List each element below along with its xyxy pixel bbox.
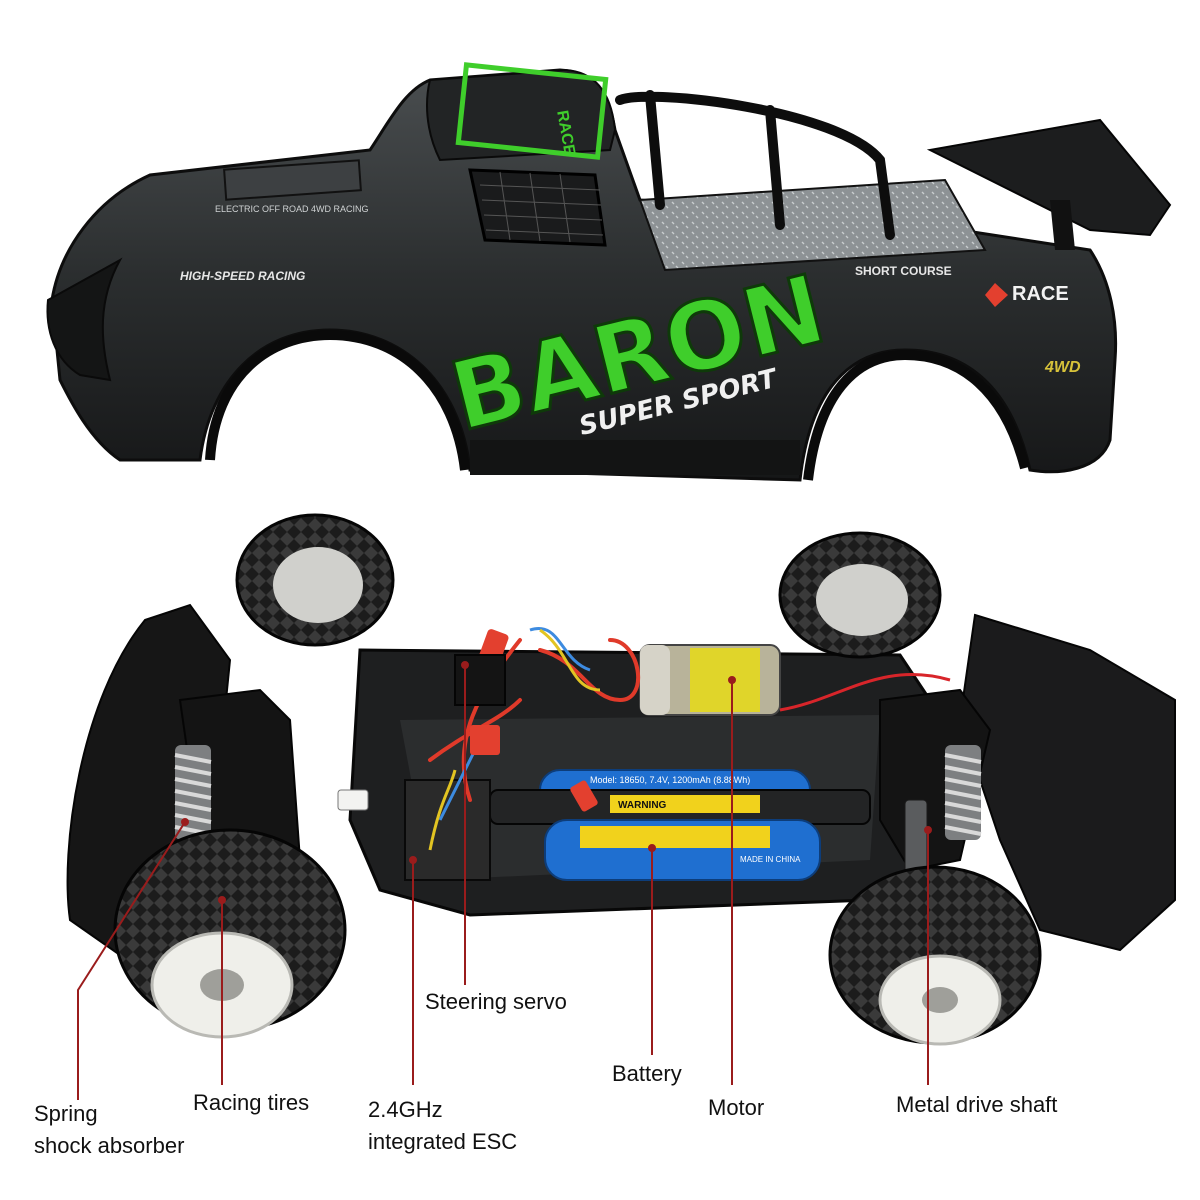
label-battery: Battery	[612, 1061, 682, 1086]
hood-text: ELECTRIC OFF ROAD 4WD RACING	[215, 204, 369, 214]
leader-spring-dot	[181, 818, 189, 826]
leader-lines	[77, 661, 932, 1100]
brand-text: RACE	[1012, 283, 1069, 305]
battery-warning-text: WARNING	[618, 800, 667, 811]
car-chassis: Model: 18650, 7.4V, 1200mAh (8.88Wh) WAR…	[66, 513, 1176, 1046]
wheel-front-back	[235, 513, 395, 647]
motor	[639, 644, 781, 716]
front-arch-trim	[205, 329, 470, 471]
label-racing-tires: Racing tires	[193, 1090, 310, 1115]
servo-plug	[337, 789, 369, 811]
window-net	[479, 171, 604, 243]
leader-esc-dot	[409, 856, 417, 864]
bed-plate	[638, 178, 987, 272]
course-text: SHORT COURSE	[855, 264, 952, 278]
motor-lead	[779, 673, 951, 712]
label-spring-shock-absorber: Spring shock absorber	[34, 1098, 184, 1162]
badge-4wd: 4WD	[1044, 359, 1081, 376]
car-body-shell: RACE ELECTRIC OFF ROAD 4WD RACING HIGH-S…	[46, 62, 1172, 482]
roof-decal	[455, 62, 609, 160]
battery-warning-band	[610, 795, 760, 813]
label-metal-drive-shaft: Metal drive shaft	[896, 1092, 1058, 1117]
front-bumper	[46, 257, 123, 382]
brand-logo-icon	[985, 283, 1008, 307]
label-spring-line1: Spring	[34, 1101, 98, 1126]
wheel-rear-front	[828, 865, 1042, 1046]
label-steering-servo: Steering servo	[425, 989, 567, 1014]
leader-shaft-dot	[924, 826, 932, 834]
label-esc-line2: integrated ESC	[368, 1129, 518, 1154]
leader-motor-dot	[728, 676, 736, 684]
esc-wires-yellow	[428, 628, 601, 851]
battery-sticker	[580, 826, 770, 848]
battery-label-text: Model: 18650, 7.4V, 1200mAh (8.88Wh)	[590, 775, 750, 785]
leader-tires-dot	[218, 896, 226, 904]
wing-mount	[1050, 200, 1075, 250]
wheel-front-front	[113, 828, 347, 1039]
side-skirt	[470, 440, 800, 475]
rear-shock-spring	[944, 745, 982, 840]
esc-board	[404, 779, 491, 881]
label-spring-line2: shock absorber	[34, 1133, 185, 1158]
label-esc-line1: 2.4GHz	[368, 1097, 443, 1122]
roll-cage	[615, 90, 895, 240]
connector-red-3	[570, 780, 598, 812]
wheel-rear-back	[778, 531, 942, 659]
front-shock-spring	[174, 745, 212, 840]
leader-battery-dot	[648, 844, 656, 852]
side-text: HIGH-SPEED RACING	[180, 269, 305, 283]
hood-vent	[223, 159, 362, 201]
leader-servo-dot	[461, 661, 469, 669]
rear-arch-trim	[803, 349, 1030, 481]
label-motor: Motor	[708, 1095, 765, 1120]
battery-pack: Model: 18650, 7.4V, 1200mAh (8.88Wh) WAR…	[489, 769, 871, 881]
label-esc: 2.4GHz integrated ESC	[368, 1094, 517, 1158]
connector-red-2	[470, 725, 500, 755]
leader-spring	[77, 821, 186, 1100]
battery-made-in: MADE IN CHINA	[740, 855, 801, 864]
cab-roof	[426, 68, 617, 162]
